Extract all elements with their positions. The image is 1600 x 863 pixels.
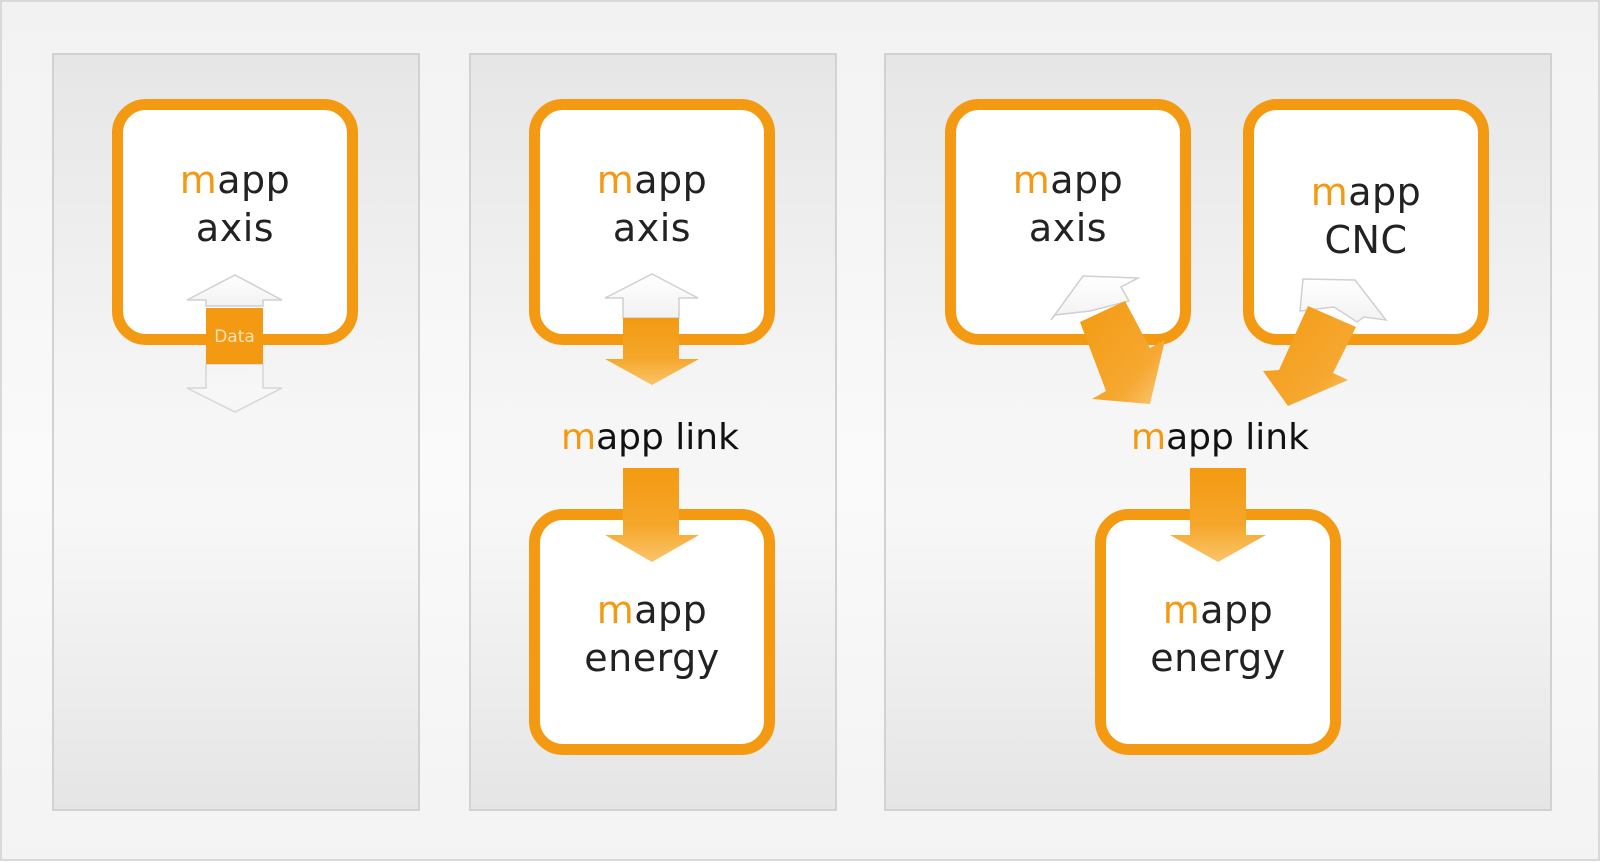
mapp-energy-label: mapp energy (1106, 586, 1330, 682)
mapp-text: app (1200, 588, 1274, 632)
arrow-cnc-to-link (1263, 278, 1388, 406)
mapp-accent: m (1012, 158, 1051, 202)
cnc-text: CNC (1324, 218, 1408, 262)
arrow-link-to-energy (605, 468, 699, 562)
data-label: Data (214, 327, 255, 347)
mapp-cnc-label: mapp CNC (1254, 168, 1478, 264)
energy-text: energy (584, 636, 720, 680)
mapp-text: app (217, 158, 291, 202)
mapp-energy-label: mapp energy (540, 586, 764, 682)
mapp-axis-label: mapp axis (123, 156, 347, 252)
mapp-accent: m (596, 158, 635, 202)
axis-text: axis (1028, 206, 1108, 250)
mapp-link-label: mapp link (520, 416, 780, 460)
mapp-accent: m (1310, 170, 1349, 214)
mapp-text: app (634, 588, 708, 632)
axis-text: axis (612, 206, 692, 250)
mapp-text: app (634, 158, 708, 202)
data-block (206, 308, 263, 364)
mapp-accent: m (1131, 417, 1167, 458)
mapp-link-text: app link (596, 417, 739, 458)
mapp-axis-label: mapp axis (540, 156, 764, 252)
energy-text: energy (1150, 636, 1286, 680)
data-exchange-arrow: Data (186, 274, 283, 413)
mapp-cnc-box: mapp CNC (1243, 99, 1489, 345)
mapp-axis-label: mapp axis (956, 156, 1180, 252)
mapp-link-label: mapp link (1090, 416, 1350, 460)
mapp-axis-box: mapp axis (945, 99, 1191, 345)
arrow-axis-to-link (1050, 275, 1165, 404)
arrow-axis-to-link (604, 273, 699, 385)
mapp-text: app (1348, 170, 1422, 214)
mapp-accent: m (561, 417, 597, 458)
mapp-link-text: app link (1166, 417, 1309, 458)
mapp-text: app (1050, 158, 1124, 202)
mapp-accent: m (596, 588, 635, 632)
axis-text: axis (195, 206, 275, 250)
arrow-link-to-energy (1170, 468, 1266, 562)
mapp-accent: m (1162, 588, 1201, 632)
mapp-accent: m (179, 158, 218, 202)
